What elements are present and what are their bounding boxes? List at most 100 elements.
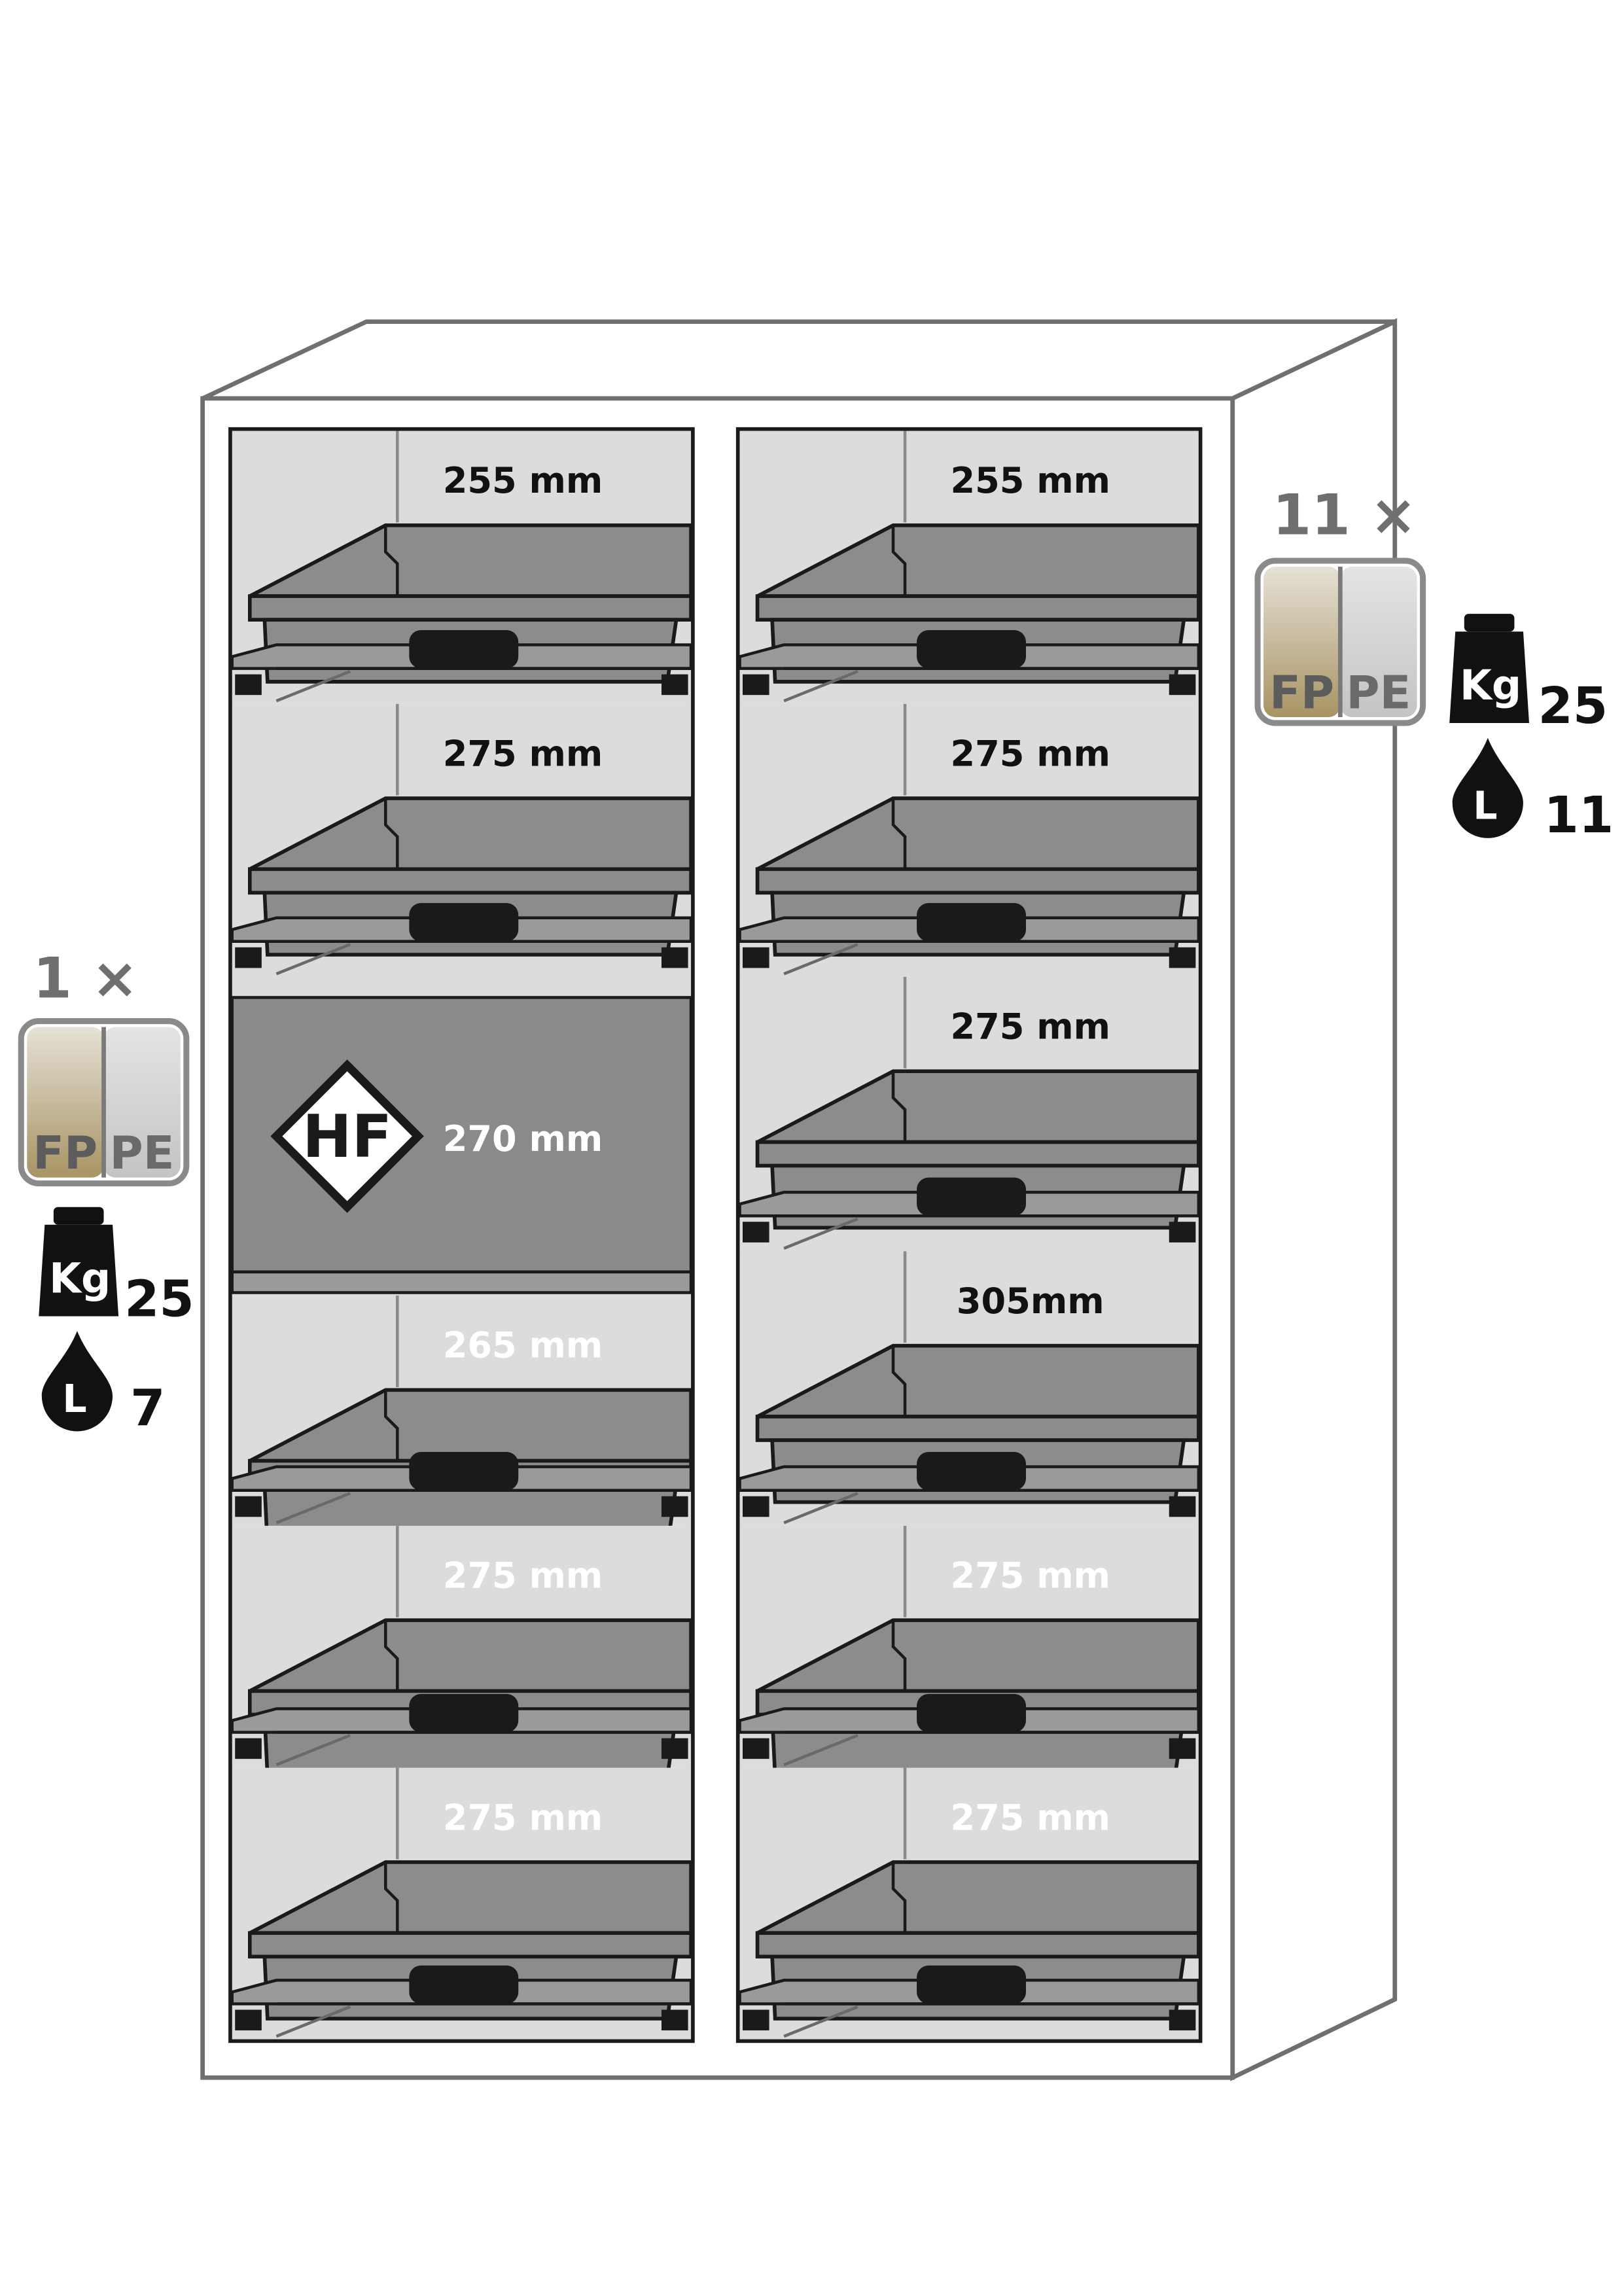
right-compartment-3-bracket-right — [1169, 1222, 1196, 1243]
left-compartment-1-height-label: 255 mm — [443, 460, 603, 501]
right-compartment: 275 mm — [738, 703, 1201, 977]
right-compartment-3-height-label: 275 mm — [950, 1006, 1110, 1048]
right-compartment-6-shelf-support — [783, 2005, 858, 2038]
right-compartment-2-tray-fold — [891, 798, 907, 870]
left-compartment-6-bracket-left — [235, 2009, 262, 2031]
right-compartment-3-shelf-support — [783, 1217, 858, 1250]
right-compartment-4-height-label: 305mm — [957, 1280, 1104, 1322]
right-compartment-5-bracket-left — [743, 1738, 769, 1759]
right-compartment-2-shelf-support — [783, 943, 858, 976]
right-info: 11 × FP PE Kg 25 L 11 — [1254, 482, 1614, 845]
right-compartment-5-height-label: 275 mm — [950, 1555, 1110, 1597]
left-compartment-2-tray-lip — [247, 867, 693, 895]
right-compartment-1-shelf-grip — [917, 629, 1026, 669]
left-volume-unit: L — [62, 1377, 86, 1421]
left-volume-icon: L — [41, 1331, 113, 1432]
right-compartment-3-shelf-grip — [917, 1177, 1026, 1216]
right-compartment-6-shelf-grip — [917, 1965, 1026, 2004]
right-compartment-4-shelf-support — [783, 1492, 858, 1525]
left-compartment-4-bracket-right — [661, 1496, 688, 1517]
left-material-fp-swatch — [27, 1027, 104, 1178]
right-compartment-2-height-label: 275 mm — [950, 733, 1110, 774]
left-material-badge: FP PE — [18, 1018, 190, 1187]
left-compartment-1-tray-fold — [384, 525, 399, 597]
right-material-pe: PE — [1346, 666, 1411, 719]
right-compartment-4-bracket-right — [1169, 1496, 1196, 1517]
right-compartment-2-shelf-grip — [917, 903, 1026, 942]
right-compartment-6-tray-fold — [891, 1862, 907, 1934]
right-compartment-4-shelf-grip — [917, 1452, 1026, 1491]
left-compartment-2-bracket-left — [235, 947, 262, 968]
right-compartment-6-height-label: 275 mm — [950, 1797, 1110, 1838]
left-weight-unit: Kg — [49, 1254, 111, 1303]
right-column: 255 mm 275 mm 275 mm 305mm 275 mm 275 mm — [735, 427, 1203, 2043]
right-weight-icon: Kg — [1449, 614, 1529, 724]
left-quantity: 1 × — [33, 945, 138, 1011]
right-weight-value: 25 — [1538, 677, 1608, 735]
left-compartment: 255 mm — [230, 431, 693, 704]
left-weight-icon: Kg — [39, 1207, 119, 1316]
right-volume-unit: L — [1473, 784, 1497, 828]
left-compartment-6-tray-lip — [247, 1931, 693, 1959]
right-compartment-1-bracket-left — [743, 674, 769, 696]
left-volume-value: 7 — [130, 1379, 165, 1438]
right-compartment-5-shelf-grip — [917, 1693, 1026, 1733]
right-compartment-2-tray-lip — [755, 867, 1201, 895]
left-compartment-4-shelf-grip — [409, 1452, 519, 1491]
left-compartment-1-tray-lip — [247, 594, 693, 622]
left-compartment-6-height-label: 275 mm — [443, 1797, 603, 1838]
left-material-pe-swatch — [103, 1027, 181, 1178]
right-compartment-6-tray-lip — [755, 1931, 1201, 1959]
right-compartment-4-bracket-left — [743, 1496, 769, 1517]
right-compartment: 275 mm — [738, 976, 1201, 1252]
right-compartment-1-shelf-support — [783, 669, 858, 703]
left-compartment-2-shelf-support — [275, 943, 351, 976]
right-compartment-1-height-label: 255 mm — [950, 460, 1110, 501]
left-compartment-5-bracket-right — [661, 1738, 688, 1759]
right-compartment: 275 mm — [738, 1767, 1201, 2040]
right-compartment-4-tray-lip — [755, 1415, 1201, 1442]
cabinet-top-face — [202, 319, 1396, 401]
right-compartment-6-bracket-left — [743, 2009, 769, 2031]
left-compartment-5-shelf-grip — [409, 1693, 519, 1733]
left-compartment-3-shelf — [230, 1270, 693, 1294]
right-compartment-2-bracket-right — [1169, 947, 1196, 968]
right-material-fp: FP — [1269, 666, 1334, 719]
left-compartment: 275 mm — [230, 1525, 693, 1779]
right-weight-unit: Kg — [1460, 661, 1521, 709]
left-compartment-6-bracket-right — [661, 2009, 688, 2031]
left-compartment-2-shelf-grip — [409, 903, 519, 942]
left-compartment-5-bracket-left — [235, 1738, 262, 1759]
left-compartment-1-bracket-left — [235, 674, 262, 696]
right-compartment-3-tray-lip — [755, 1140, 1201, 1168]
left-compartment-6-tray-fold — [384, 1862, 399, 1934]
left-compartment-5-shelf-support — [275, 1733, 351, 1767]
right-compartment-3-tray-fold — [891, 1071, 907, 1142]
right-material-fp-swatch — [1263, 566, 1341, 717]
left-compartment-2-tray-fold — [384, 798, 399, 870]
left-compartment-4-shelf-support — [275, 1492, 351, 1525]
left-compartment-3-height-label: 270 mm — [443, 1118, 603, 1159]
left-compartment: 275 mm — [230, 1767, 693, 2040]
left-compartment-5-tray-fold — [384, 1620, 399, 1691]
left-material-fp: FP — [33, 1127, 97, 1180]
right-compartment-6-bracket-right — [1169, 2009, 1196, 2031]
left-compartment-4-tray-fold — [384, 1390, 399, 1461]
left-compartment: 275 mm — [230, 703, 693, 977]
left-compartment-5-height-label: 275 mm — [443, 1555, 603, 1597]
right-quantity: 11 × — [1273, 482, 1417, 548]
right-compartment-4-tray-fold — [891, 1345, 907, 1417]
left-compartment-2-bracket-right — [661, 947, 688, 968]
right-compartment: 255 mm — [738, 431, 1201, 704]
left-compartment-1-bracket-right — [661, 674, 688, 696]
right-compartment-3-bracket-left — [743, 1222, 769, 1243]
left-material-pe: PE — [110, 1127, 175, 1180]
left-compartment-6-shelf-grip — [409, 1965, 519, 2004]
right-material-badge: FP PE — [1254, 557, 1426, 726]
right-compartment-1-bracket-right — [1169, 674, 1196, 696]
right-compartment-5-bracket-right — [1169, 1738, 1196, 1759]
right-compartment-1-tray-fold — [891, 525, 907, 597]
right-compartment-1-tray-lip — [755, 594, 1201, 622]
